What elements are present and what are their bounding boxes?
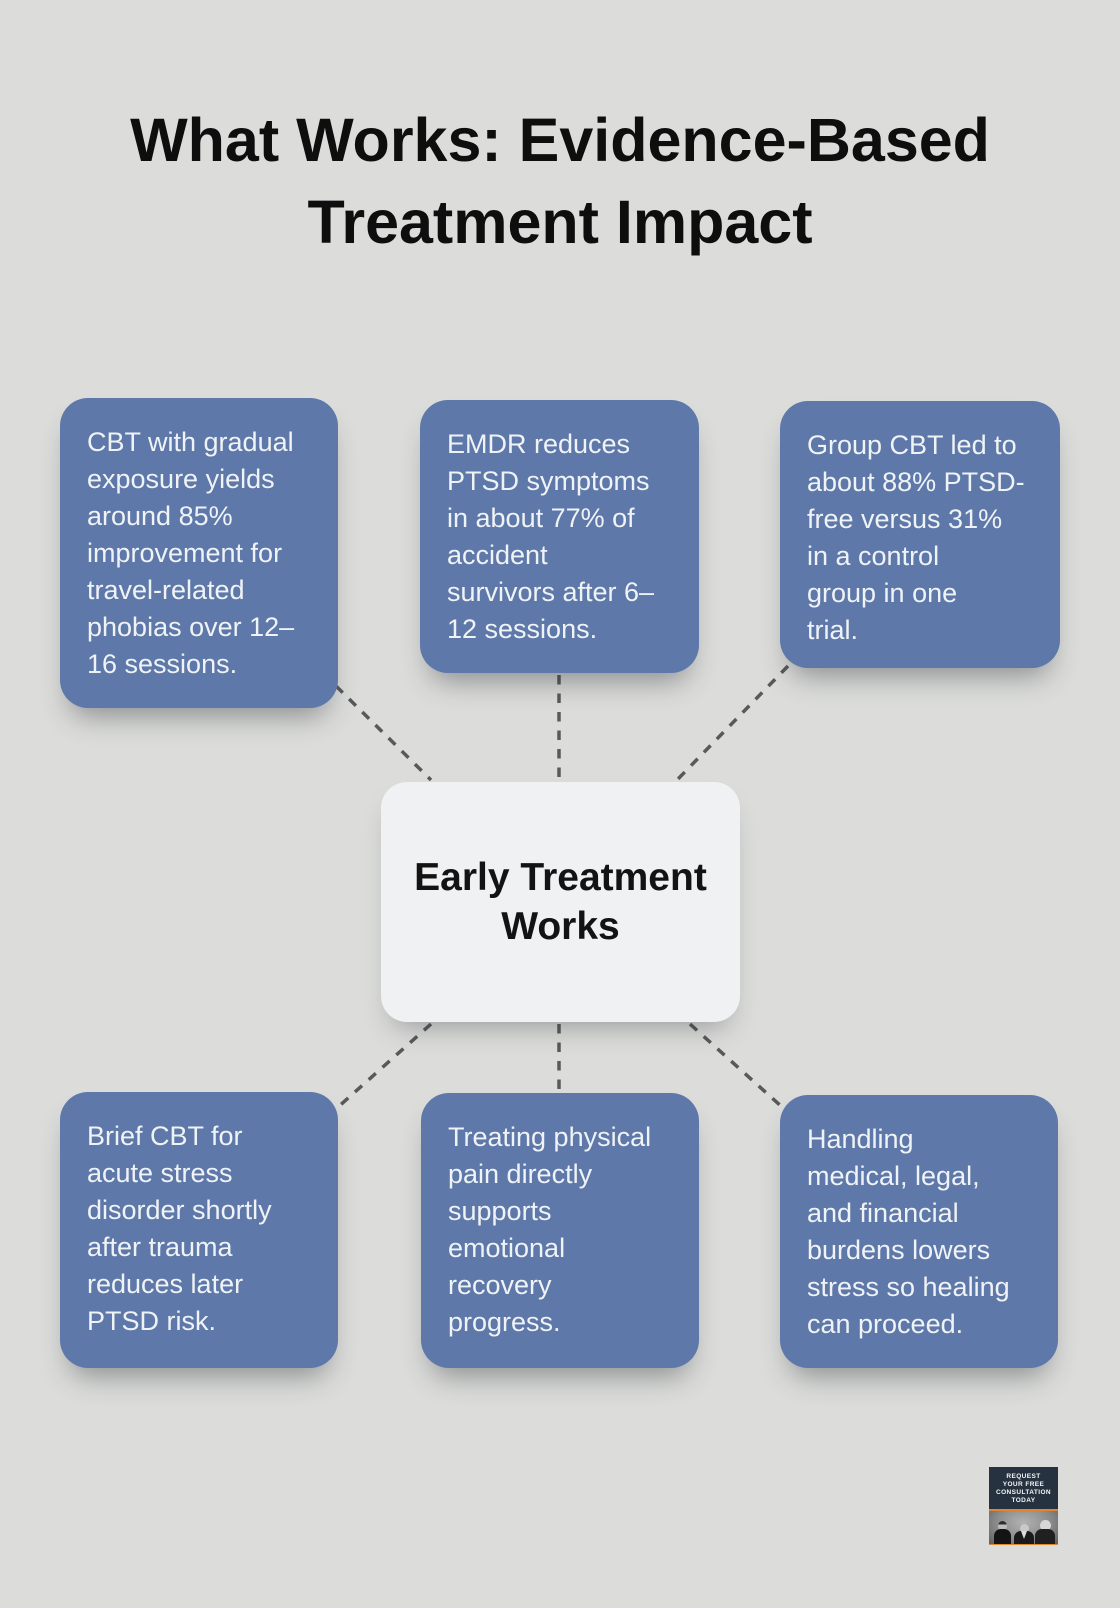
person-torso (1014, 1531, 1034, 1544)
consultation-badge[interactable]: REQUEST YOUR FREE CONSULTATION TODAY (989, 1467, 1058, 1545)
connector-line-top-left (334, 684, 433, 782)
person-torso (1035, 1529, 1055, 1544)
badge-team-photo (989, 1511, 1058, 1545)
consultation-badge-headline: REQUEST YOUR FREE CONSULTATION TODAY (989, 1467, 1058, 1509)
info-card-bottom-left: Brief CBT for acute stress disorder shor… (60, 1092, 338, 1368)
person-head (1019, 1524, 1029, 1533)
info-card-top-middle: EMDR reduces PTSD symptoms in about 77% … (420, 400, 699, 673)
person-silhouette-right (1034, 1520, 1056, 1544)
connector-line-bottom-left (335, 1022, 433, 1110)
person-silhouette-center (1013, 1524, 1035, 1544)
info-card-top-right: Group CBT led to about 88% PTSD- free ve… (780, 401, 1060, 668)
person-torso (993, 1529, 1011, 1544)
center-node-label: Early Treatment Works (414, 856, 707, 948)
info-card-text: CBT with gradual exposure yields around … (87, 427, 295, 679)
connector-line-top-right (675, 664, 790, 782)
center-node: Early Treatment Works (381, 782, 740, 1022)
connector-line-bottom-right (688, 1022, 784, 1109)
badge-divider (989, 1509, 1058, 1511)
person-shirt (1021, 1531, 1027, 1539)
person-silhouette-left (992, 1521, 1012, 1544)
page-title: What Works: Evidence-Based Treatment Imp… (130, 106, 990, 256)
info-card-text: EMDR reduces PTSD symptoms in about 77% … (447, 429, 655, 644)
person-head (1039, 1520, 1051, 1531)
info-card-text: Group CBT led to about 88% PTSD- free ve… (807, 430, 1025, 645)
info-card-text: Handling medical, legal, and financial b… (807, 1124, 1010, 1339)
info-card-text: Brief CBT for acute stress disorder shor… (87, 1121, 272, 1336)
person-head (997, 1521, 1007, 1531)
info-card-bottom-right: Handling medical, legal, and financial b… (780, 1095, 1058, 1368)
info-card-bottom-middle: Treating physical pain directly supports… (421, 1093, 699, 1368)
info-card-text: Treating physical pain directly supports… (448, 1122, 652, 1337)
info-card-top-left: CBT with gradual exposure yields around … (60, 398, 338, 708)
